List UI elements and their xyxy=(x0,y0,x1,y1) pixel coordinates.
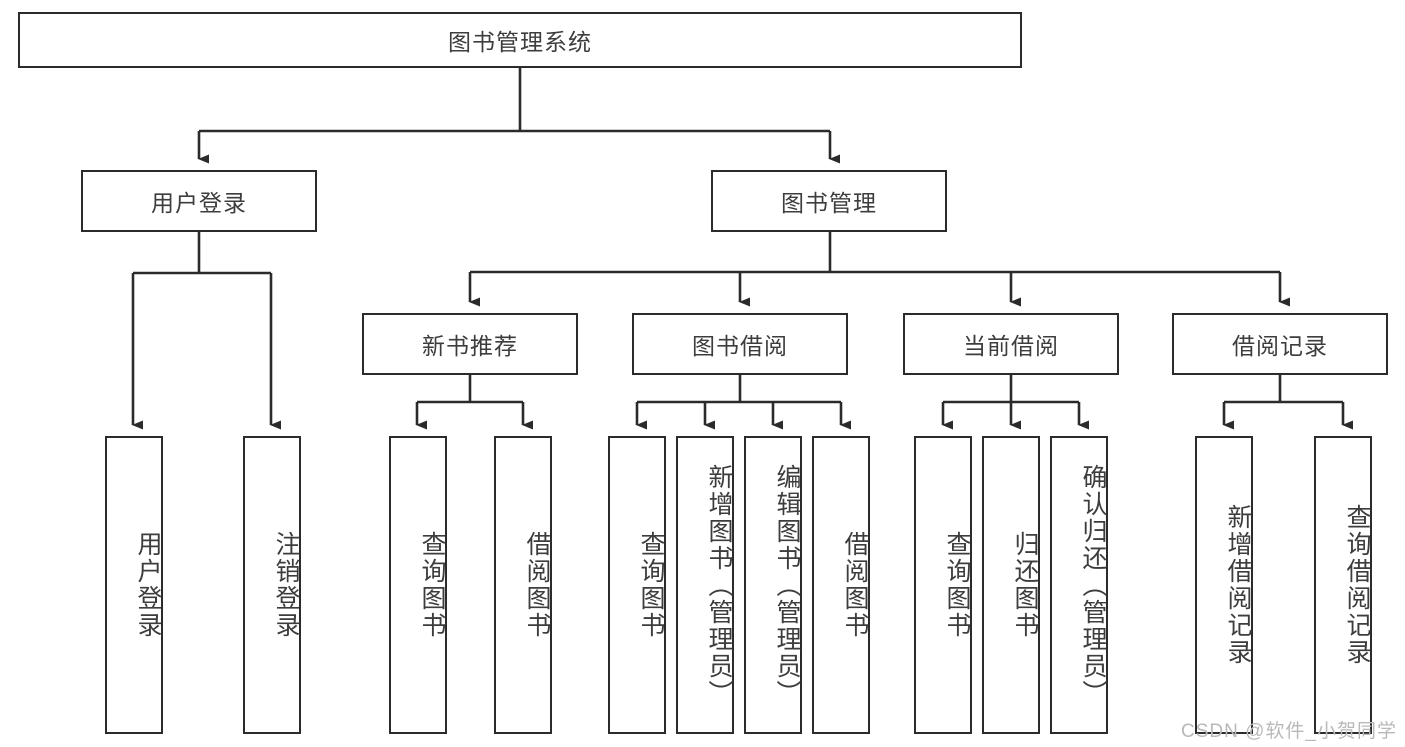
node-label: 用户登录 xyxy=(134,531,162,639)
node-label: 借阅图书 xyxy=(523,531,551,639)
leaf-borrow-borrow-book[interactable]: 借阅图书 xyxy=(812,436,870,734)
node-book-borrow[interactable]: 图书借阅 xyxy=(632,313,848,375)
node-label: 注销登录 xyxy=(272,531,300,639)
node-label: 图书管理系统 xyxy=(448,29,592,55)
leaf-user-login-login[interactable]: 用户登录 xyxy=(105,436,163,734)
node-new-book-recommend[interactable]: 新书推荐 xyxy=(362,313,578,375)
node-label: 图书借阅 xyxy=(692,333,788,359)
node-book-management[interactable]: 图书管理 xyxy=(711,170,947,232)
leaf-borrow-add-book-admin[interactable]: 新增图书（管理员） xyxy=(676,436,734,734)
leaf-current-query-book[interactable]: 查询图书 xyxy=(914,436,972,734)
node-current-borrow[interactable]: 当前借阅 xyxy=(903,313,1119,375)
leaf-record-add-record[interactable]: 新增借阅记录 xyxy=(1195,436,1253,734)
leaf-borrow-query-book[interactable]: 查询图书 xyxy=(608,436,666,734)
node-label: 新书推荐 xyxy=(422,333,518,359)
watermark-text: CSDN @软件_小贺同学 xyxy=(1181,721,1397,742)
leaf-current-confirm-return-admin[interactable]: 确认归还（管理员） xyxy=(1050,436,1108,734)
node-label: 编辑图书（管理员） xyxy=(773,463,801,707)
node-label: 确认归还（管理员） xyxy=(1079,463,1107,707)
leaf-borrow-edit-book-admin[interactable]: 编辑图书（管理员） xyxy=(744,436,802,734)
node-label: 新增图书（管理员） xyxy=(705,463,733,707)
node-root-system[interactable]: 图书管理系统 xyxy=(18,12,1022,68)
node-label: 新增借阅记录 xyxy=(1224,504,1252,666)
node-user-login[interactable]: 用户登录 xyxy=(81,170,317,232)
node-label: 借阅记录 xyxy=(1232,333,1328,359)
node-borrow-record[interactable]: 借阅记录 xyxy=(1172,313,1388,375)
node-label: 查询图书 xyxy=(418,531,446,639)
leaf-user-login-logout[interactable]: 注销登录 xyxy=(243,436,301,734)
node-label: 借阅图书 xyxy=(841,531,869,639)
node-label: 查询图书 xyxy=(637,531,665,639)
leaf-current-return-book[interactable]: 归还图书 xyxy=(982,436,1040,734)
leaf-recommend-borrow-book[interactable]: 借阅图书 xyxy=(494,436,552,734)
leaf-record-query-record[interactable]: 查询借阅记录 xyxy=(1314,436,1372,734)
node-label: 图书管理 xyxy=(781,190,877,216)
node-label: 查询借阅记录 xyxy=(1343,504,1371,666)
leaf-recommend-query-book[interactable]: 查询图书 xyxy=(389,436,447,734)
node-label: 当前借阅 xyxy=(963,333,1059,359)
node-label: 查询图书 xyxy=(943,531,971,639)
node-label: 归还图书 xyxy=(1011,531,1039,639)
node-label: 用户登录 xyxy=(151,190,247,216)
